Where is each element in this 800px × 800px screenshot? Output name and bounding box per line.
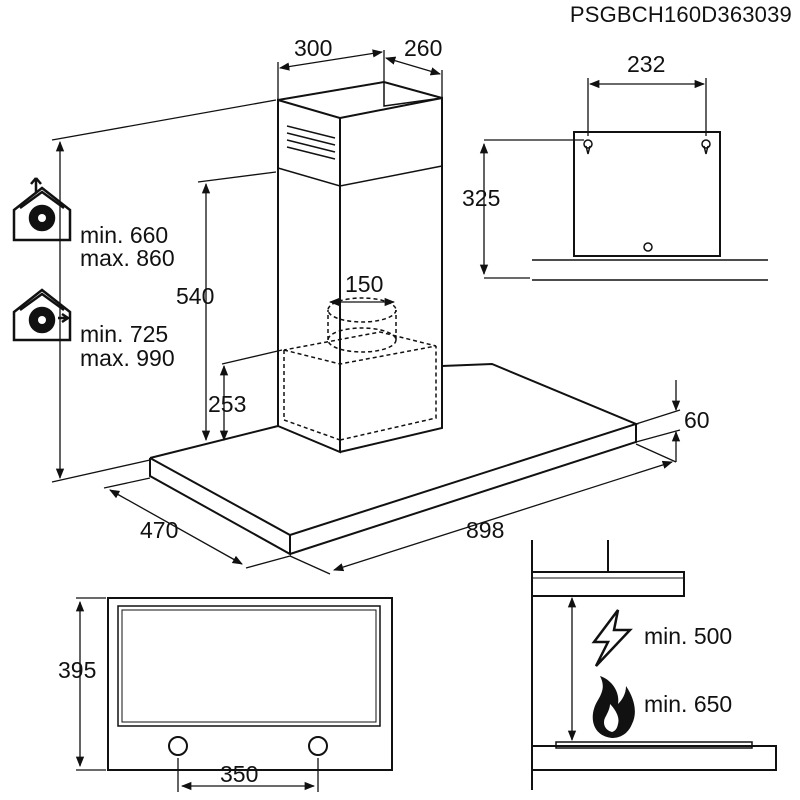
bracket-view <box>479 78 768 281</box>
dim-lamp-spacing: 350 <box>220 761 258 787</box>
house-recirculation-icon <box>12 288 72 342</box>
underside-view <box>75 597 393 792</box>
recirculation-min: min. 725 <box>80 321 168 347</box>
product-code: PSGBCH160D363039 <box>569 2 792 27</box>
dimension-lines <box>51 49 681 575</box>
house-extraction-icon <box>12 177 72 242</box>
vent-slots <box>286 125 336 160</box>
dim-chimney-front: 300 <box>294 35 332 61</box>
chimney-joint <box>277 165 443 187</box>
chimney-side-face <box>339 96 443 453</box>
hood-main-view <box>149 80 639 556</box>
canopy-top <box>149 362 639 537</box>
lamp-right <box>308 736 328 756</box>
dim-canopy-width: 898 <box>466 517 504 543</box>
dim-underside-depth: 395 <box>58 657 96 683</box>
clearance-view <box>531 540 777 790</box>
dim-canopy-depth: 470 <box>140 517 178 543</box>
lightning-icon <box>591 609 633 667</box>
dim-chimney-height: 540 <box>176 283 214 309</box>
canopy-right <box>289 424 637 555</box>
lamp-left <box>168 736 188 756</box>
dim-chimney-side: 260 <box>404 35 442 61</box>
clearance-gas: min. 650 <box>644 691 732 717</box>
flame-icon <box>592 676 635 738</box>
dim-duct-diameter: 150 <box>345 271 383 297</box>
dim-bracket-height: 325 <box>462 185 500 211</box>
filter-box-hidden <box>283 297 437 442</box>
recirculation-max: max. 990 <box>80 345 175 371</box>
clearance-electric: min. 500 <box>644 623 732 649</box>
dim-filter-height: 253 <box>208 391 246 417</box>
dimension-labels: 300 260 540 150 253 60 898 470 <box>140 35 710 543</box>
chimney-top <box>277 80 443 101</box>
dim-bracket-spacing: 232 <box>627 51 665 77</box>
dim-canopy-thickness: 60 <box>684 407 710 433</box>
extraction-max: max. 860 <box>80 245 175 271</box>
extraction-min: min. 660 <box>80 222 168 248</box>
